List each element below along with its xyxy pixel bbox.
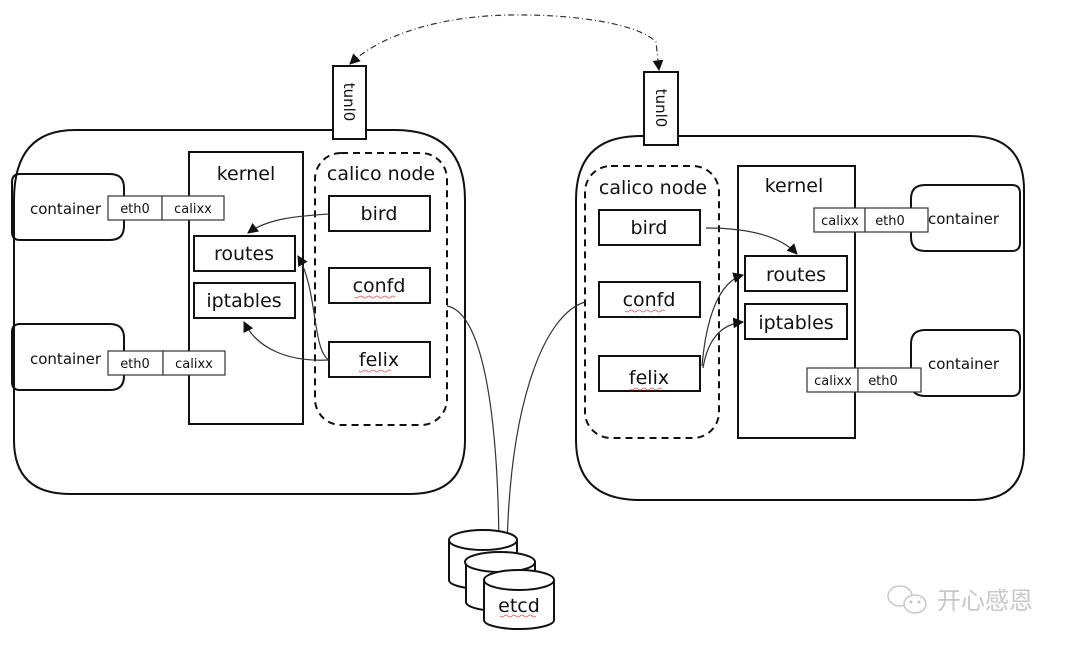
felix-right-label: felix: [629, 367, 669, 389]
etcd-label: etcd: [498, 595, 540, 617]
routes-right-label: routes: [766, 264, 826, 286]
edge-tunl0-tunl0: [349, 14, 664, 72]
calixx-right-2: calixx: [814, 374, 852, 389]
kernel-left-label: kernel: [217, 163, 276, 185]
routes-left-label: routes: [214, 243, 274, 265]
host-right: tunl0 calico node bird confd felix kerne…: [575, 71, 1025, 501]
container-right-1-label: container: [928, 210, 1000, 228]
container-left-2[interactable]: container eth0 calixx: [11, 323, 226, 391]
tunl0-right-label: tunl0: [652, 89, 670, 128]
confd-right-label: confd: [623, 289, 676, 311]
edge-confd-etcd-left: [446, 305, 505, 551]
eth0-left-2: eth0: [120, 357, 150, 372]
bird-right[interactable]: bird: [598, 209, 701, 246]
felix-left[interactable]: felix: [328, 341, 431, 378]
calixx-right-1: calixx: [821, 214, 859, 229]
kernel-right-label: kernel: [765, 175, 824, 197]
calixx-left-2: calixx: [175, 357, 213, 372]
watermark: 开心感恩: [887, 585, 1033, 615]
host-left-frame: [13, 129, 466, 495]
confd-left[interactable]: confd: [328, 267, 431, 304]
tunl0-left[interactable]: tunl0: [332, 65, 367, 140]
eth0-left-1: eth0: [120, 202, 150, 217]
edge-confd-etcd-right: [501, 301, 586, 551]
bird-right-label: bird: [631, 217, 668, 239]
confd-right[interactable]: confd: [598, 281, 701, 318]
host-left: tunl0 kernel routes iptables calico node…: [11, 65, 466, 495]
iptables-right-label: iptables: [758, 312, 833, 334]
calico-node-left-label: calico node: [327, 163, 435, 185]
calico-node-left: calico node bird confd felix: [314, 152, 448, 426]
iptables-right[interactable]: iptables: [744, 303, 848, 340]
edge-felix-routes-left: [297, 255, 330, 361]
confd-left-label: confd: [353, 275, 406, 297]
routes-left[interactable]: routes: [193, 235, 296, 272]
eth0-right-1: eth0: [875, 214, 905, 229]
routes-right[interactable]: routes: [744, 255, 848, 292]
eth0-right-2: eth0: [868, 374, 898, 389]
kernel-left: kernel routes iptables: [188, 151, 304, 425]
edge-felix-routes-right: [701, 272, 745, 367]
container-right-2[interactable]: container calixx eth0: [806, 329, 1021, 397]
tunl0-right[interactable]: tunl0: [643, 71, 679, 146]
iptables-left-label: iptables: [206, 290, 281, 312]
container-right-2-label: container: [928, 355, 1000, 373]
edge-felix-iptables-left: [243, 321, 330, 361]
container-right-1[interactable]: container calixx eth0: [813, 184, 1021, 252]
edge-felix-iptables-right: [702, 317, 745, 369]
container-left-1[interactable]: container eth0 calixx: [11, 173, 225, 241]
etcd-cylinder-3: etcd: [483, 569, 555, 630]
felix-right[interactable]: felix: [598, 355, 701, 392]
tunl0-left-label: tunl0: [340, 83, 358, 122]
edge-bird-routes-left: [247, 213, 330, 234]
bird-left-label: bird: [361, 203, 398, 225]
felix-left-label: felix: [359, 349, 399, 371]
iptables-left[interactable]: iptables: [193, 282, 296, 319]
etcd-cluster[interactable]: etcd: [448, 529, 555, 630]
calico-node-right-label: calico node: [599, 177, 707, 199]
wechat-icon: [887, 585, 927, 614]
bird-left[interactable]: bird: [328, 195, 431, 232]
kernel-right: kernel routes iptables: [737, 165, 856, 439]
container-left-1-label: container: [30, 200, 102, 218]
container-left-2-label: container: [30, 350, 102, 368]
edge-bird-routes-right: [705, 227, 798, 255]
calixx-left-1: calixx: [174, 202, 212, 217]
calico-node-right: calico node bird confd felix: [584, 165, 720, 439]
watermark-text: 开心感恩: [937, 587, 1033, 615]
host-right-frame: [575, 135, 1025, 501]
